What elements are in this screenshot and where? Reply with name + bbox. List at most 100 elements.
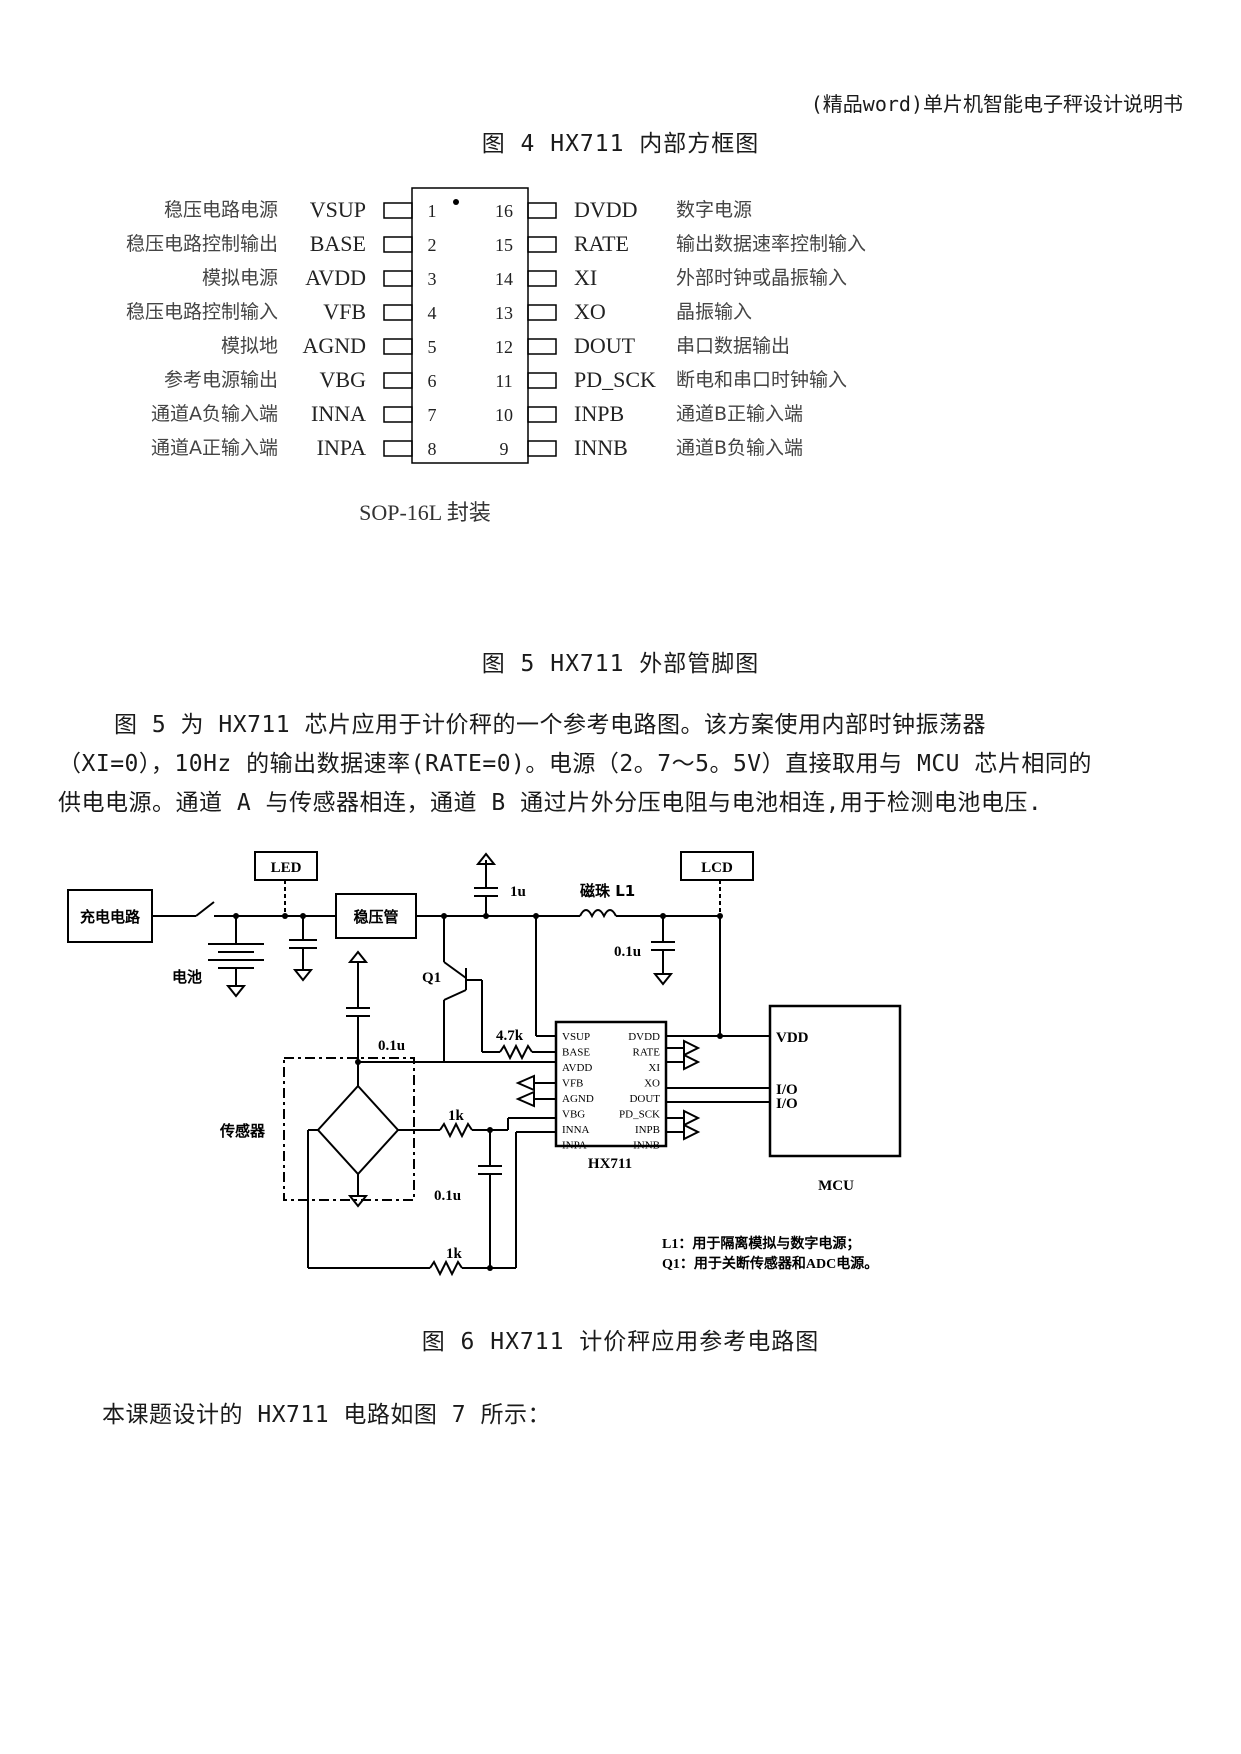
pin-description: 外部时钟或晶振输入 (676, 267, 847, 289)
sensor-label: 传感器 (219, 1122, 266, 1140)
pin-stub (383, 236, 413, 253)
chip-pin-label: VFB (562, 1078, 583, 1090)
pin-description: 数字电源 (676, 199, 752, 221)
paragraph-line: 供电电源。通道 A 与传感器相连，通道 B 通过片外分压电阻与电池相连,用于检测… (58, 790, 1043, 816)
hx711-label: HX711 (588, 1156, 632, 1172)
figure-6-caption: 图 6 HX711 计价秤应用参考电路图 (421, 1329, 820, 1355)
pin-stub (383, 304, 413, 321)
chip-pin-label: INPA (562, 1140, 587, 1152)
pin-description: 稳压电路电源 (164, 199, 278, 221)
pin-number: 7 (428, 405, 437, 425)
paragraph-line: （XI=0），10Hz 的输出数据速率(RATE=0)。电源（2。7～5。5V）… (58, 751, 1092, 777)
mcu-io-label: I/O (776, 1096, 798, 1112)
pin-description: 输出数据速率控制输入 (676, 233, 866, 255)
pin1-marker-dot (453, 199, 459, 205)
pin-stub (527, 304, 557, 321)
pin-number: 11 (495, 371, 512, 391)
ic-outline (411, 187, 529, 464)
pin-number: 6 (428, 371, 437, 391)
package-label: SOP-16L 封装 (359, 500, 491, 525)
pin-description: 稳压电路控制输出 (126, 233, 278, 255)
cap-0-1u-label: 0.1u (434, 1188, 461, 1204)
chip-pin-label: XI (648, 1062, 660, 1074)
pin-description: 模拟地 (221, 335, 278, 357)
pin-stub (527, 202, 557, 219)
pin-description: 稳压电路控制输入 (126, 301, 278, 323)
chip-pin-label: DVDD (628, 1031, 660, 1043)
pin-name: DOUT (574, 333, 636, 358)
chip-pin-label: DOUT (629, 1093, 660, 1105)
pin-description: 通道B负输入端 (676, 437, 803, 459)
pin-number: 12 (495, 337, 513, 357)
pin-name: AGND (302, 333, 366, 358)
pin-name: PD_SCK (574, 367, 656, 392)
note-q1: Q1：用于关断传感器和ADC电源。 (662, 1255, 878, 1272)
pin-name: INNB (574, 435, 628, 460)
application-circuit: 充电电路 电池 LED 稳压管 LCD 1u 磁珠 L1 0.1u Q1 4.7… (67, 851, 902, 1277)
pin-name: VFB (323, 299, 366, 324)
pin-stub (383, 406, 413, 423)
pin-number: 2 (428, 235, 437, 255)
switch (195, 901, 215, 917)
strain-bridge (316, 1084, 400, 1176)
mcu-io-label: I/O (776, 1082, 798, 1098)
lcd-label: LCD (701, 860, 733, 876)
resistor-1k-label: 1k (448, 1108, 465, 1124)
regulator-label: 稳压管 (353, 908, 398, 926)
pin-description: 断电和串口时钟输入 (676, 369, 847, 391)
resistor-4-7k (499, 1043, 533, 1061)
ferrite-bead (579, 909, 617, 919)
pin-description: 模拟电源 (202, 267, 278, 289)
pin-name: BASE (310, 231, 366, 256)
pin-description: 参考电源输出 (164, 369, 278, 391)
chip-pin-label: PD_SCK (619, 1109, 660, 1121)
chip-pin-label: XO (644, 1078, 660, 1090)
lcd-box (680, 851, 754, 881)
pin-name: VSUP (310, 197, 366, 222)
chip-pin-label: AVDD (562, 1062, 592, 1074)
pin-stub (527, 270, 557, 287)
pin-number: 5 (428, 337, 437, 357)
pin-stub (383, 338, 413, 355)
mcu-box (768, 1004, 902, 1158)
note-l1: L1：用于隔离模拟与数字电源； (662, 1235, 860, 1252)
chip-pin-label: BASE (562, 1047, 590, 1059)
led-label: LED (271, 860, 302, 876)
pin-description: 通道A负输入端 (151, 403, 278, 425)
pin-stub (527, 440, 557, 457)
pin-name: DVDD (574, 197, 638, 222)
pin-description: 通道B正输入端 (676, 403, 803, 425)
paragraph-figure-5-description: 图 5 为 HX711 芯片应用于计价秤的一个参考电路图。该方案使用内部时钟振荡… (58, 706, 1188, 823)
pin-name: INNA (311, 401, 366, 426)
resistor-1k-a (439, 1121, 473, 1139)
chip-pin-label: RATE (633, 1047, 661, 1059)
pin-name: VBG (320, 367, 367, 392)
pin-number: 16 (495, 201, 513, 221)
cap-0-1u-label: 0.1u (378, 1038, 405, 1054)
mcu-vdd-label: VDD (776, 1030, 809, 1046)
pin-stub (527, 406, 557, 423)
resistor-1k-b (429, 1259, 463, 1277)
pin-name: XI (574, 265, 597, 290)
sensor-boundary (283, 1057, 415, 1201)
pin-name: AVDD (305, 265, 366, 290)
pin-stub (383, 372, 413, 389)
pin-description: 通道A正输入端 (151, 437, 278, 459)
battery-label: 电池 (172, 968, 202, 986)
pin-number: 9 (500, 439, 509, 459)
pin-number: 13 (495, 303, 513, 323)
chip-pin-label: INNB (633, 1140, 660, 1152)
pin-number: 14 (495, 269, 513, 289)
pin-number: 3 (428, 269, 437, 289)
charge-circuit-label: 充电电路 (80, 908, 141, 926)
pin-number: 4 (428, 303, 437, 323)
pin-stub (527, 236, 557, 253)
resistor-4-7k-label: 4.7k (496, 1028, 524, 1044)
pin-stub (383, 440, 413, 457)
pin-stub (527, 372, 557, 389)
mcu-label: MCU (818, 1178, 854, 1194)
figure-4-caption: 图 4 HX711 内部方框图 (481, 131, 760, 157)
pin-stub (383, 202, 413, 219)
pin-description: 晶振输入 (676, 301, 752, 323)
